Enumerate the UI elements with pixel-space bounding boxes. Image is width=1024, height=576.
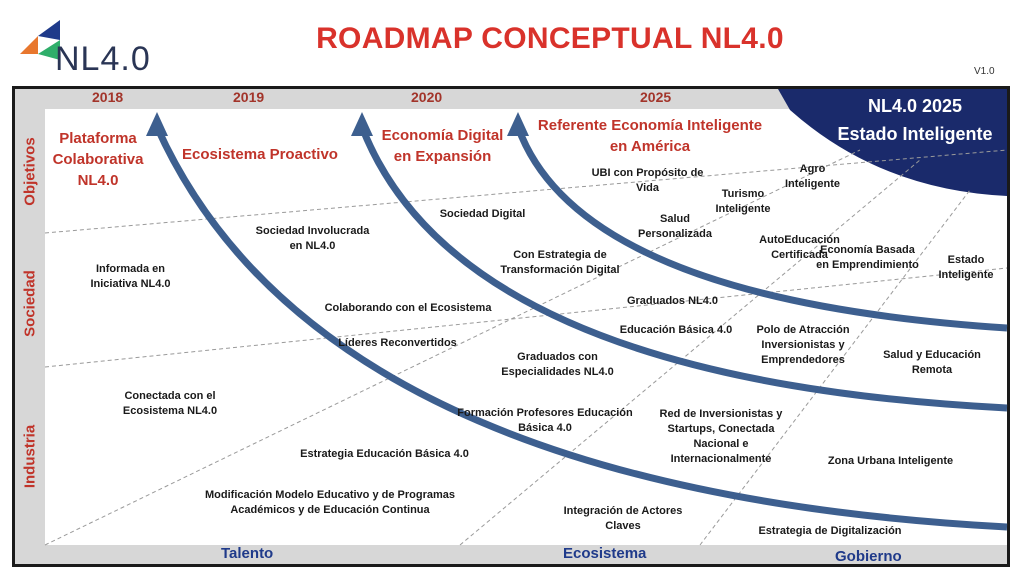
item-ubi: UBI con Propósito de Vida xyxy=(591,167,704,194)
row-label-objetivos: Objetivos xyxy=(21,137,39,206)
arrowhead-2018-icon xyxy=(146,112,168,136)
item-colaborando: Colaborando con el Ecosistema xyxy=(324,302,492,314)
item-modificacion: Modificación Modelo Educativo y de Progr… xyxy=(205,489,455,516)
row-divider-2 xyxy=(44,267,1008,368)
item-estrategia-educacion: Estrategia Educación Básica 4.0 xyxy=(300,448,469,460)
column-bar xyxy=(15,545,1007,564)
arrow-2019 xyxy=(358,125,1008,412)
col-divider-1 xyxy=(44,149,861,546)
item-con-estrategia: Con Estrategia de Transformación Digital xyxy=(500,249,620,276)
item-polo-atraccion: Polo de Atracción Inversionistas y Empre… xyxy=(756,324,850,366)
goal-ecosistema-proactivo: Ecosistema Proactivo xyxy=(182,146,338,163)
year-bar xyxy=(15,89,1007,109)
item-conectada: Conectada con el Ecosistema NL4.0 xyxy=(122,390,218,417)
goal-economia-digital: Economía Digital en Expansión xyxy=(381,127,504,165)
column-label-gobierno: Gobierno xyxy=(835,548,902,565)
item-educacion-basica: Educación Básica 4.0 xyxy=(619,324,733,336)
column-label-ecosistema: Ecosistema xyxy=(563,545,647,562)
page-title: ROADMAP CONCEPTUAL NL4.0 xyxy=(316,22,784,55)
year-2025: 2025 xyxy=(640,89,672,105)
column-label-talento: Talento xyxy=(221,545,274,562)
version-label: V1.0 xyxy=(974,66,995,77)
year-2020: 2020 xyxy=(411,89,443,105)
item-integracion: Integración de Actores Claves xyxy=(563,505,683,532)
arrowhead-2019-icon xyxy=(351,112,373,136)
item-economia-emprendimiento: Economía Basada en Emprendimiento xyxy=(816,244,919,271)
item-salud-personalizada: Salud Personalizada xyxy=(638,213,712,240)
item-graduados-nl40: Graduados NL4.0 xyxy=(626,295,719,307)
item-red-inversionistas: Red de Inversionistas y Startups, Conect… xyxy=(659,408,783,465)
item-sociedad-digital: Sociedad Digital xyxy=(439,208,526,220)
item-sociedad-involucrada: Sociedad Involucrada en NL4.0 xyxy=(255,225,370,252)
arrow-2018 xyxy=(153,125,1008,531)
item-informada: Informada en Iniciativa NL4.0 xyxy=(90,263,171,290)
row-sidebar xyxy=(15,109,45,545)
year-2019: 2019 xyxy=(233,89,265,105)
item-graduados-especialidades: Graduados con Especialidades NL4.0 xyxy=(501,351,614,378)
badge-line1: NL4.0 2025 xyxy=(867,96,963,116)
logo xyxy=(18,18,158,84)
roadmap-frame xyxy=(12,86,1010,567)
badge-line2: Estado Inteligente xyxy=(837,124,993,144)
item-estrategia-digitalizacion: Estrategia de Digitalización xyxy=(758,525,902,537)
item-autoeducacion: AutoEducación Certificada xyxy=(759,234,840,261)
item-turismo: Turismo Inteligente xyxy=(715,188,771,215)
logo-text: NL4.0 xyxy=(55,40,151,78)
col-divider-3 xyxy=(699,189,971,546)
item-salud-educacion-remota: Salud y Educación Remota xyxy=(883,349,981,376)
arrow-2020 xyxy=(514,125,1008,332)
row-label-industria: Industria xyxy=(21,424,39,489)
item-lideres: Líderes Reconvertidos xyxy=(338,337,457,349)
col-divider-2 xyxy=(459,159,921,546)
goal-referente: Referente Economía Inteligente en Améric… xyxy=(537,117,763,155)
item-estado-inteligente: Estado Inteligente xyxy=(938,254,994,281)
year-2018: 2018 xyxy=(92,89,124,105)
item-agro: Agro Inteligente xyxy=(784,163,840,190)
arrowhead-2020-icon xyxy=(507,112,529,136)
item-formacion-profesores: Formación Profesores Educación Básica 4.… xyxy=(457,407,633,434)
item-zona-urbana: Zona Urbana Inteligente xyxy=(827,455,954,467)
row-label-sociedad: Sociedad xyxy=(21,270,39,337)
badge-shape xyxy=(778,89,1007,196)
goal-plataforma: Plataforma Colaborativa NL4.0 xyxy=(52,130,144,189)
logo-mark-icon xyxy=(20,20,60,60)
